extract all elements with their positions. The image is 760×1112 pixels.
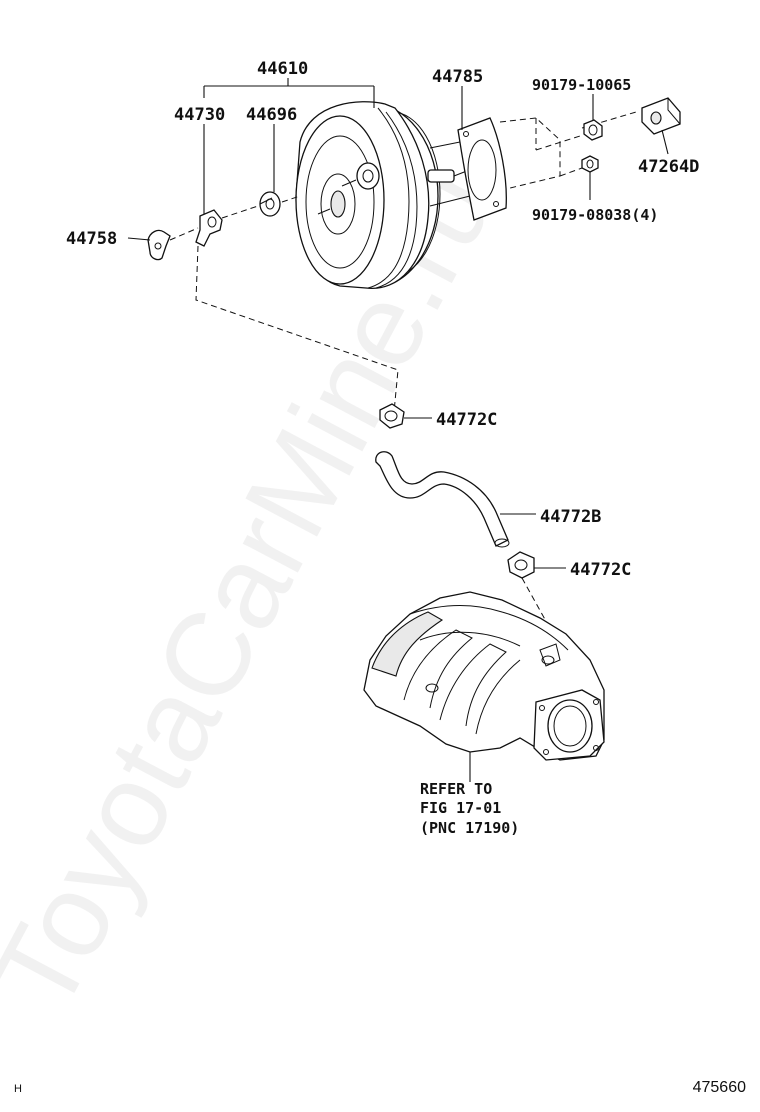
reference-line-1: REFER TO — [420, 780, 492, 798]
callout-hose-clip-lower: 44772C — [570, 560, 631, 580]
hose-clip-lower-illustration — [507, 551, 535, 579]
callout-gasket: 44785 — [432, 67, 483, 87]
clamp-plate-illustration — [147, 229, 171, 261]
callout-clamp-plate: 44758 — [66, 229, 117, 249]
callout-nut-upper: 90179-10065 — [532, 76, 631, 94]
brake-booster-illustration — [295, 101, 501, 289]
nut-lower-illustration — [581, 155, 599, 173]
intake-manifold-illustration — [363, 591, 605, 761]
callout-brake-booster-assy: 44610 — [257, 59, 308, 79]
check-valve-illustration — [195, 209, 223, 247]
callout-hose-clip-upper: 44772C — [436, 410, 497, 430]
hose-clip-upper-illustration — [379, 403, 405, 429]
callout-grommet: 44696 — [246, 105, 297, 125]
corner-code-left: H — [14, 1083, 22, 1095]
callout-clevis: 47264D — [638, 157, 699, 177]
vacuum-hose-illustration — [375, 451, 510, 548]
reference-line-2: FIG 17-01 — [420, 799, 501, 817]
callout-vacuum-hose: 44772B — [540, 507, 601, 527]
grommet-illustration — [259, 191, 281, 217]
watermark-text: ToyotaCarMine.ru — [0, 148, 520, 1032]
projection-lines — [499, 111, 637, 189]
nut-upper-illustration — [583, 119, 603, 141]
reference-line-3: (PNC 17190) — [420, 819, 519, 837]
clevis-illustration — [641, 97, 681, 135]
callout-nut-lower: 90179-08038(4) — [532, 206, 658, 224]
gasket-illustration — [457, 117, 507, 221]
callout-check-valve: 44730 — [174, 105, 225, 125]
assembly-axis-lines — [169, 195, 563, 651]
leader-lines — [127, 78, 669, 782]
diagram-number: 475660 — [693, 1079, 746, 1096]
